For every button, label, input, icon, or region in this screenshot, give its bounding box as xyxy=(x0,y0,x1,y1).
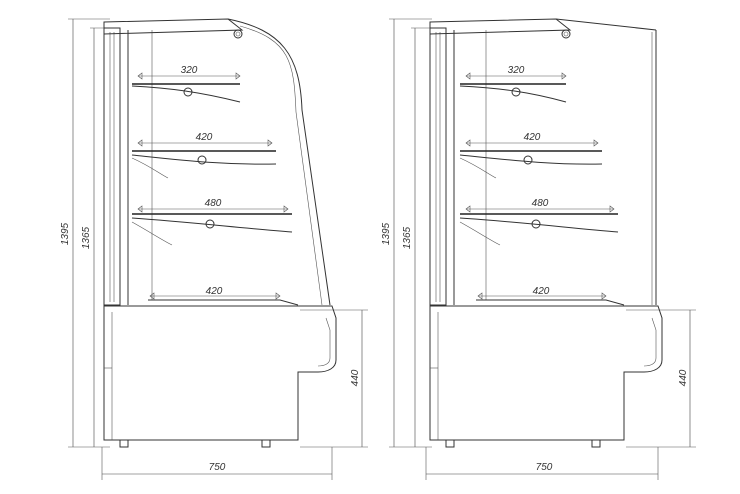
dimension-overall-height-2: 1395 xyxy=(381,18,432,448)
shelf-2-label-2: 420 xyxy=(524,132,541,143)
shelf-3-label: 480 xyxy=(205,198,222,209)
shelf-1-label-2: 320 xyxy=(508,65,525,76)
dimension-overall-height: 1395 xyxy=(60,18,110,448)
base-shelf-label-2: 420 xyxy=(533,286,550,297)
dimension-base-height-2: 440 xyxy=(626,309,696,448)
depth-label: 750 xyxy=(209,462,226,473)
shelf-3: 480 xyxy=(131,198,293,246)
overall-height-label-2: 1395 xyxy=(381,222,392,245)
shelf-1-2: 320 xyxy=(459,65,567,103)
dimension-base-height: 440 xyxy=(300,309,368,448)
dimension-depth-2: 750 xyxy=(425,447,659,480)
curved-front-glass xyxy=(227,18,331,306)
shelf-1-label: 320 xyxy=(181,65,198,76)
shelf-2: 420 xyxy=(131,132,277,179)
straight-front-glass xyxy=(651,30,657,305)
height-label-2: 1365 xyxy=(402,226,413,249)
base-cabinet-2 xyxy=(429,305,663,448)
display-case-straight: 1395 1365 440 750 xyxy=(381,18,696,480)
dimension-height: 1365 xyxy=(81,27,112,447)
shelf-2-label: 420 xyxy=(196,132,213,143)
depth-label-2: 750 xyxy=(536,462,553,473)
canopy xyxy=(103,18,244,39)
shelf-2-2: 420 xyxy=(459,132,603,179)
height-label: 1365 xyxy=(81,226,92,249)
rear-column-2 xyxy=(429,27,487,306)
base-cabinet xyxy=(103,305,337,448)
shelf-3-2: 480 xyxy=(459,198,619,246)
shelf-3-label-2: 480 xyxy=(532,198,549,209)
base-height-label-2: 440 xyxy=(678,369,689,386)
base-deck: 420 xyxy=(148,286,299,306)
dimension-depth: 750 xyxy=(101,447,333,480)
overall-height-label: 1395 xyxy=(60,222,71,245)
base-height-label: 440 xyxy=(350,369,361,386)
rear-column xyxy=(103,27,153,306)
base-deck-2: 420 xyxy=(476,286,625,306)
shelf-1: 320 xyxy=(131,65,241,103)
display-case-curved: 1395 1365 440 750 xyxy=(60,18,368,480)
base-shelf-label: 420 xyxy=(206,286,223,297)
dimension-height-2: 1365 xyxy=(402,27,434,447)
canopy-2 xyxy=(429,18,657,39)
